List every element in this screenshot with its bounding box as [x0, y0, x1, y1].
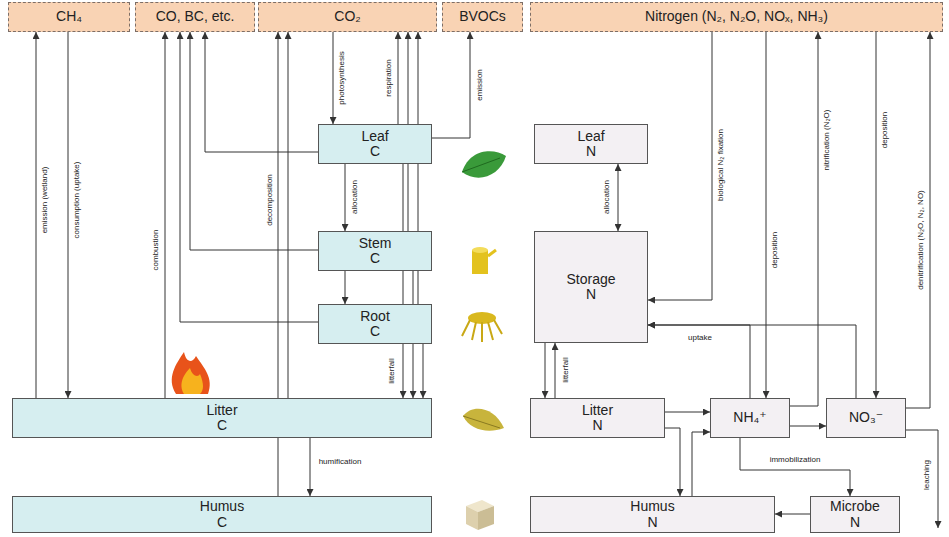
flux-label: allocation [351, 179, 359, 215]
carbon-pool: Stem C [318, 231, 432, 271]
root-icon [462, 312, 502, 342]
flux-arrow [288, 32, 289, 398]
flux-arrow [398, 32, 399, 124]
flux-label: deposition [881, 111, 889, 149]
flux-label: leaching [923, 459, 931, 491]
flux-label: litterfall [562, 356, 570, 383]
flux-arrow [648, 32, 712, 300]
flux-label: nitrification (N₂O) [823, 109, 831, 172]
pool-label: Leaf C [361, 129, 388, 160]
pool-label: CO₂ [334, 9, 360, 24]
flux-label: photosynthesis [338, 50, 346, 105]
pool-label: Leaf N [577, 129, 604, 160]
leaching-arrow [906, 430, 938, 528]
flux-arrow [432, 32, 470, 138]
flux-arrow [180, 32, 318, 322]
flux-label: humification [318, 458, 363, 466]
flux-arrow [68, 32, 69, 398]
flux-arrow [205, 32, 318, 152]
nitrogen-pool: NO₃⁻ [826, 398, 906, 438]
pool-label: Stem C [359, 236, 392, 267]
pool-label: Litter N [582, 403, 613, 434]
flux-arrow [36, 32, 37, 398]
pool-label: BVOCs [459, 9, 506, 24]
flux-label: litterfall [388, 357, 396, 384]
pool-label: Storage N [566, 272, 615, 303]
gas-pool: BVOCs [442, 2, 523, 32]
nitrogen-pool: NH₄⁺ [710, 398, 790, 438]
stem-icon [472, 247, 496, 274]
flux-arrow [423, 344, 424, 398]
gas-pool: CO₂ [258, 2, 437, 32]
flux-label: emission (wetland) [41, 166, 49, 235]
flux-arrow [665, 412, 710, 413]
flux-arrow [333, 32, 334, 124]
gas-pool: CH₄ [8, 2, 130, 32]
flux-arrow [692, 432, 710, 496]
pool-label: Litter C [206, 403, 237, 434]
pool-label: Microbe N [830, 499, 880, 530]
carbon-pool: Litter C [12, 398, 432, 438]
flux-arrow [648, 325, 856, 398]
pool-label: NO₃⁻ [849, 410, 883, 425]
flux-label: allocation [603, 179, 611, 215]
carbon-pool: Root C [318, 304, 432, 344]
pool-label: Root C [360, 309, 390, 340]
flux-arrow [665, 428, 680, 496]
leaf-icon [462, 151, 506, 177]
pool-label: Humus C [200, 499, 244, 530]
nitrogen-pool: Storage N [534, 231, 648, 343]
pool-label: Nitrogen (N₂, N₂O, NOₓ, NH₃) [645, 9, 828, 24]
flux-label: deposition [771, 231, 779, 269]
flux-label: uptake [687, 334, 713, 342]
flux-label: consumption (uptake) [73, 161, 81, 240]
humus-icon [466, 500, 494, 530]
flux-arrow [345, 164, 346, 231]
pool-label: CH₄ [56, 9, 82, 24]
nitrogen-pool: Humus N [530, 496, 775, 533]
flux-arrow [165, 32, 166, 398]
nitrogen-pool: Microbe N [810, 496, 900, 533]
flux-arrow [310, 438, 311, 496]
flux-arrow [403, 164, 404, 398]
carbon-pool: Leaf C [318, 124, 432, 164]
flux-label: denitrification (N₂O, N₂, NO) [917, 189, 925, 291]
nitrogen-pool: Leaf N [534, 124, 648, 164]
flux-arrow [876, 32, 877, 398]
flux-arrow [775, 514, 810, 515]
pool-label: NH₄⁺ [733, 410, 766, 425]
flux-label: decomposition [266, 173, 274, 227]
flux-arrow [790, 32, 818, 406]
flux-arrow [648, 325, 750, 398]
pool-label: Humus N [630, 499, 674, 530]
flux-arrow [766, 32, 767, 398]
nitrogen-pool: Litter N [530, 398, 665, 438]
flux-arrow [906, 32, 930, 408]
flux-label: emission [476, 68, 484, 102]
carbon-pool: Humus C [12, 496, 432, 533]
flux-label: combustion [152, 229, 160, 272]
fire-icon [172, 352, 210, 394]
flux-arrow [545, 343, 546, 398]
flux-arrow [618, 164, 619, 231]
flux-label: immobilization [769, 456, 822, 464]
gas-pool: Nitrogen (N₂, N₂O, NOₓ, NH₃) [530, 2, 943, 32]
flux-arrow [740, 438, 850, 496]
flux-arrow [345, 271, 346, 304]
gas-pool: CO, BC, etc. [135, 2, 255, 32]
flux-label: respiration [385, 58, 393, 97]
litter-icon [463, 409, 504, 431]
flux-arrow [555, 343, 556, 398]
flux-label: biological N₂ fixation [717, 128, 725, 202]
flux-arrow [790, 426, 826, 427]
flux-arrow [190, 32, 318, 250]
pool-label: CO, BC, etc. [156, 9, 235, 24]
